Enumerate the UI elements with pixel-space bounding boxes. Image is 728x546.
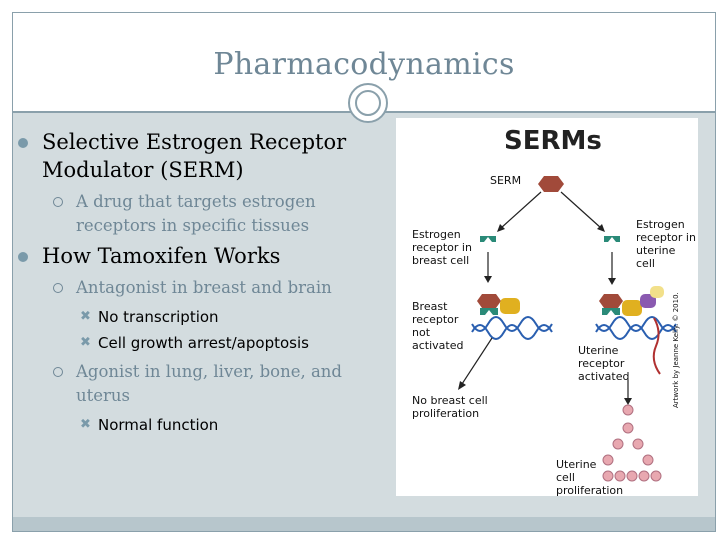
no-proliferation-label: No breast cell proliferation (412, 394, 488, 420)
bullet-x-icon: ✖ (80, 417, 91, 432)
sub-sub-bullet-item: ✖ Normal function (18, 412, 378, 438)
er-breast-label: Estrogen receptor in breast cell (412, 228, 472, 267)
sub-bullet-item: Agonist in lung, liver, bone, and uterus (18, 360, 378, 408)
bullet-list: Selective Estrogen Receptor Modulator (S… (18, 128, 378, 438)
sub-sub-bullet-item: ✖ Cell growth arrest/apoptosis (18, 330, 378, 356)
serm-molecule-icon (538, 176, 564, 192)
sub-bullet-item: Antagonist in breast and brain (18, 276, 378, 300)
sub-bullet-text: A drug that targets estrogen receptors i… (76, 192, 316, 235)
circle-ornament-icon (348, 83, 388, 123)
bullet-text: Selective Estrogen Receptor Modulator (S… (42, 130, 347, 182)
arrow-left-icon (500, 191, 542, 229)
er-uterine-label: Estrogen receptor in uterine cell (636, 218, 696, 270)
serm-diagram: SERMs SERM Estrogen receptor in breast c… (396, 118, 698, 497)
bullet-ring-icon (53, 197, 63, 207)
arrow-right-icon (560, 191, 602, 229)
serm-diagram-art (458, 176, 677, 482)
sub-bullet-text: Agonist in lung, liver, bone, and uterus (76, 362, 342, 405)
coregulator-icon (500, 298, 520, 314)
dna-helix-icon (471, 324, 553, 340)
sub-sub-bullet-text: No transcription (98, 308, 219, 326)
sub-sub-bullet-text: Normal function (98, 416, 219, 434)
bullet-item: How Tamoxifen Works (18, 242, 378, 270)
uterine-receptor-label: Uterine receptor activated (578, 344, 630, 383)
bullet-ring-icon (53, 283, 63, 293)
bullet-x-icon: ✖ (80, 309, 91, 324)
bullet-item: Selective Estrogen Receptor Modulator (S… (18, 128, 378, 184)
breast-receptor-label: Breast receptor not activated (412, 300, 464, 352)
bullet-ring-icon (53, 367, 63, 377)
mrna-icon (652, 317, 661, 375)
artwork-credit: Artwork by Jeanne Kelly. © 2010. (672, 292, 680, 408)
sub-bullet-text: Antagonist in breast and brain (76, 278, 332, 297)
bullet-x-icon: ✖ (80, 335, 91, 350)
sub-bullet-item: A drug that targets estrogen receptors i… (18, 190, 378, 238)
bullet-text: How Tamoxifen Works (42, 244, 281, 268)
slide-title: Pharmacodynamics (213, 47, 515, 82)
receptor-breast-icon (480, 236, 496, 242)
sub-sub-bullet-text: Cell growth arrest/apoptosis (98, 334, 309, 352)
figure-title: SERMs (504, 126, 602, 156)
serm-bound-icon (477, 294, 501, 308)
cell-proliferation-icon (602, 404, 662, 482)
footer-band (13, 517, 715, 531)
serm-label: SERM (490, 174, 522, 187)
sub-sub-bullet-item: ✖ No transcription (18, 304, 378, 330)
uterine-proliferation-label: Uterine cell proliferation (556, 458, 624, 497)
bullet-dot-icon (18, 252, 28, 262)
bullet-dot-icon (18, 138, 28, 148)
receptor-uterine-icon (604, 236, 620, 242)
